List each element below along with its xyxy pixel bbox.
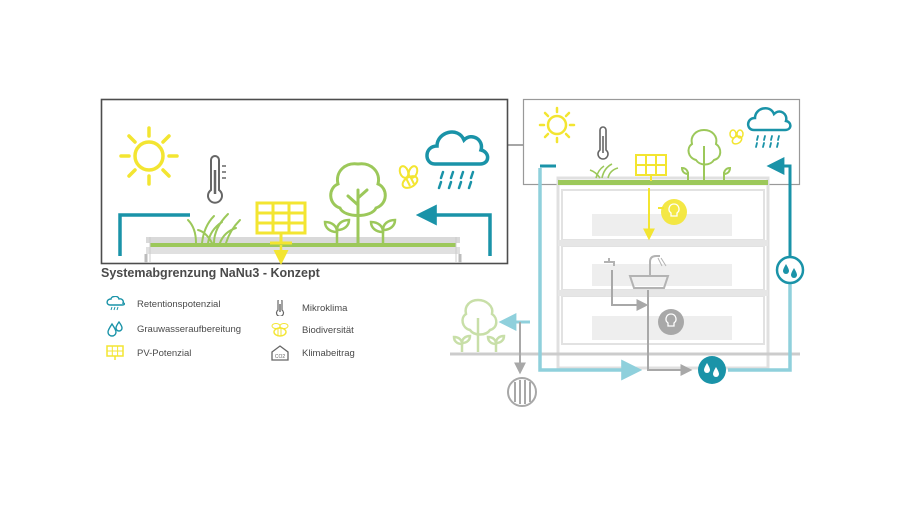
lightbulb-icon-yellow	[661, 199, 687, 225]
legend-label-microclimate: Mikroklima	[302, 302, 348, 314]
overview-panel	[450, 98, 805, 407]
legend-label-retention: Retentionspotenzial	[137, 298, 221, 310]
tree-icon-small	[680, 128, 732, 180]
lightbulb-icon-grey	[658, 309, 684, 335]
solar-panel-icon	[255, 201, 307, 245]
sun-icon-small	[538, 106, 576, 144]
bee-icon	[398, 165, 419, 189]
wastewater-flow	[611, 270, 649, 311]
rain-cloud-icon-small	[746, 106, 792, 148]
thermometer-icon-small	[597, 126, 609, 160]
legend-item-retention: Retentionspotenzial	[105, 296, 220, 312]
detail-water-flow-right	[415, 204, 492, 256]
roof-feed-flow	[766, 157, 792, 256]
detail-panel	[100, 98, 509, 265]
sun-icon	[119, 126, 179, 186]
bee-icon-small	[729, 129, 744, 145]
greywater-flow	[647, 290, 693, 376]
faucet-icon	[604, 258, 615, 266]
co2-label: CO2	[275, 354, 286, 360]
legend-label-greywater: Grauwasseraufbereitung	[137, 323, 242, 335]
water-drops-icon	[105, 321, 125, 337]
legend-item-greywater: Grauwasseraufbereitung	[105, 321, 241, 337]
bathtub-icon	[628, 255, 670, 289]
garden-tree-icon	[452, 298, 506, 352]
bee-icon	[270, 322, 290, 338]
thermometer-icon	[270, 300, 290, 316]
legend-item-climate: CO2 Klimabeitrag	[270, 345, 355, 361]
detail-water-flow-left	[118, 213, 190, 256]
water-drops-icon-right	[775, 255, 805, 285]
solar-panel-icon-small	[635, 154, 667, 181]
rainwater-flow	[538, 168, 643, 381]
rain-cloud-icon	[105, 296, 125, 312]
grass-icon-small	[589, 163, 619, 179]
detail-roof	[144, 237, 462, 263]
legend-label-climate: Klimabeitrag	[302, 347, 355, 359]
diagram-title: Systemabgrenzung NaNu3 - Konzept	[101, 266, 320, 280]
legend-item-microclimate: Mikroklima	[270, 300, 347, 316]
grass-icon	[187, 213, 241, 244]
rain-cloud-icon	[425, 130, 490, 190]
legend-item-pv: PV-Potenzial	[105, 345, 191, 361]
legend-label-pv: PV-Potenzial	[137, 347, 192, 359]
tree-icon	[329, 162, 387, 245]
legend-label-biodiversity: Biodiversität	[302, 324, 354, 336]
solar-panel-icon	[105, 345, 125, 361]
greywater-return-flow	[728, 284, 792, 372]
thermometer-icon	[207, 155, 226, 204]
drain-grate-icon	[507, 377, 537, 407]
legend-item-biodiversity: Biodiversität	[270, 322, 354, 338]
water-drops-icon-bottom	[698, 356, 726, 384]
plant-icon	[323, 218, 397, 243]
co2-house-icon: CO2	[270, 345, 290, 361]
